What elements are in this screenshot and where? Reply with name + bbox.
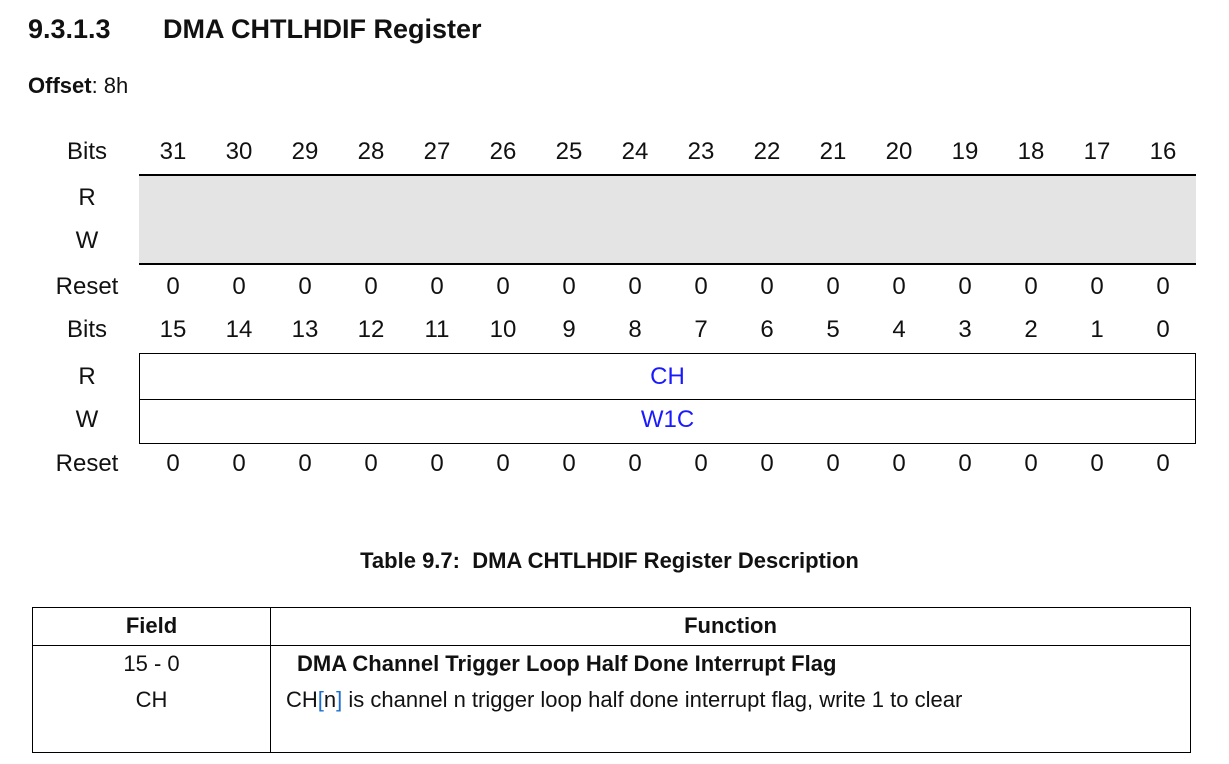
reset-value: 0 — [364, 273, 378, 300]
reset-value: 0 — [430, 273, 444, 300]
description-table: Field Function 15 - 0 CH DMA Channel Tri… — [32, 607, 1191, 753]
bit-number: 1 — [1090, 316, 1104, 343]
write-field-access: W1C — [640, 406, 695, 433]
bit-number: 0 — [1156, 316, 1170, 343]
bit-number: 13 — [291, 316, 319, 343]
bit-number: 31 — [159, 138, 187, 165]
reset-value: 0 — [298, 450, 312, 477]
bit-number: 5 — [826, 316, 840, 343]
write-label: W — [75, 227, 99, 254]
bit-number: 12 — [357, 316, 385, 343]
reset-value: 0 — [760, 273, 774, 300]
bit-number: 29 — [291, 138, 319, 165]
reset-value: 0 — [166, 273, 180, 300]
reset-value: 0 — [430, 450, 444, 477]
bit-number: 18 — [1017, 138, 1045, 165]
reserved-field-box — [139, 174, 1196, 265]
row-bits: 15 - 0 — [123, 651, 180, 676]
reset-value: 0 — [562, 450, 576, 477]
desc-bracket-open: [ — [317, 687, 324, 712]
bits-label: Bits — [66, 138, 107, 165]
section-number: 9.3.1.3 — [28, 14, 111, 44]
reset-value: 0 — [628, 450, 642, 477]
bit-number: 26 — [489, 138, 517, 165]
header-divider — [33, 645, 1190, 646]
bit-number: 11 — [424, 316, 450, 343]
read-label: R — [78, 184, 96, 211]
section-heading: 9.3.1.3 DMA CHTLHDIF Register — [28, 14, 482, 45]
reset-value: 0 — [562, 273, 576, 300]
bit-number: 3 — [958, 316, 972, 343]
reset-value: 0 — [232, 273, 246, 300]
header-field: Field — [125, 613, 178, 638]
reset-value: 0 — [826, 450, 840, 477]
desc-var: n — [323, 687, 337, 712]
bit-number: 24 — [621, 138, 649, 165]
bit-number: 14 — [225, 316, 253, 343]
read-field-name: CH — [650, 363, 685, 390]
bit-number: 4 — [892, 316, 906, 343]
desc-bracket-close: ] — [336, 687, 343, 712]
reset-value: 0 — [496, 273, 510, 300]
reset-value: 0 — [1024, 450, 1038, 477]
bit-number: 25 — [555, 138, 583, 165]
bit-number: 28 — [357, 138, 385, 165]
row-field: CH — [135, 687, 168, 712]
reset-value: 0 — [496, 450, 510, 477]
bit-number: 6 — [760, 316, 774, 343]
reset-value: 0 — [1156, 273, 1170, 300]
bit-number: 15 — [159, 316, 187, 343]
rw-divider — [140, 399, 1195, 400]
bit-number: 20 — [885, 138, 913, 165]
reset-value: 0 — [1090, 273, 1104, 300]
reset-value: 0 — [1156, 450, 1170, 477]
bit-number: 22 — [753, 138, 781, 165]
bits-label: Bits — [66, 316, 107, 343]
reset-value: 0 — [760, 450, 774, 477]
reset-value: 0 — [892, 273, 906, 300]
table-caption: Table 9.7: DMA CHTLHDIF Register Descrip… — [360, 548, 859, 573]
reset-value: 0 — [892, 450, 906, 477]
reset-value: 0 — [298, 273, 312, 300]
reset-value: 0 — [232, 450, 246, 477]
bit-number: 21 — [819, 138, 847, 165]
bit-number: 16 — [1149, 138, 1177, 165]
read-label: R — [78, 363, 96, 390]
reset-label: Reset — [55, 450, 119, 477]
bit-number: 9 — [562, 316, 576, 343]
reset-label: Reset — [55, 273, 119, 300]
register-offset: Offset: 8h — [28, 73, 129, 98]
column-divider — [270, 608, 271, 752]
offset-label: Offset — [28, 73, 92, 98]
reset-value: 0 — [694, 273, 708, 300]
bit-number: 27 — [423, 138, 451, 165]
row-function-title: DMA Channel Trigger Loop Half Done Inter… — [297, 651, 837, 676]
reset-value: 0 — [958, 273, 972, 300]
desc-rest: is channel n trigger loop half done inte… — [342, 687, 963, 712]
bit-number: 30 — [225, 138, 253, 165]
write-label: W — [75, 406, 99, 433]
section-title: DMA CHTLHDIF Register — [163, 14, 482, 44]
bit-number: 17 — [1083, 138, 1111, 165]
offset-value: 8h — [103, 73, 129, 98]
reset-value: 0 — [694, 450, 708, 477]
reset-value: 0 — [364, 450, 378, 477]
reset-value: 0 — [1090, 450, 1104, 477]
bit-number: 23 — [687, 138, 715, 165]
bit-number: 10 — [489, 316, 517, 343]
bit-number: 19 — [951, 138, 979, 165]
bit-number: 8 — [628, 316, 642, 343]
reset-value: 0 — [826, 273, 840, 300]
reset-value: 0 — [1024, 273, 1038, 300]
bit-number: 7 — [694, 316, 708, 343]
reset-value: 0 — [958, 450, 972, 477]
reset-value: 0 — [166, 450, 180, 477]
header-function: Function — [684, 613, 777, 638]
desc-prefix: CH — [286, 687, 318, 712]
bit-number: 2 — [1024, 316, 1038, 343]
reset-value: 0 — [628, 273, 642, 300]
ch-field-box — [139, 353, 1196, 444]
row-function-description: CH[n] is channel n trigger loop half don… — [286, 687, 962, 713]
